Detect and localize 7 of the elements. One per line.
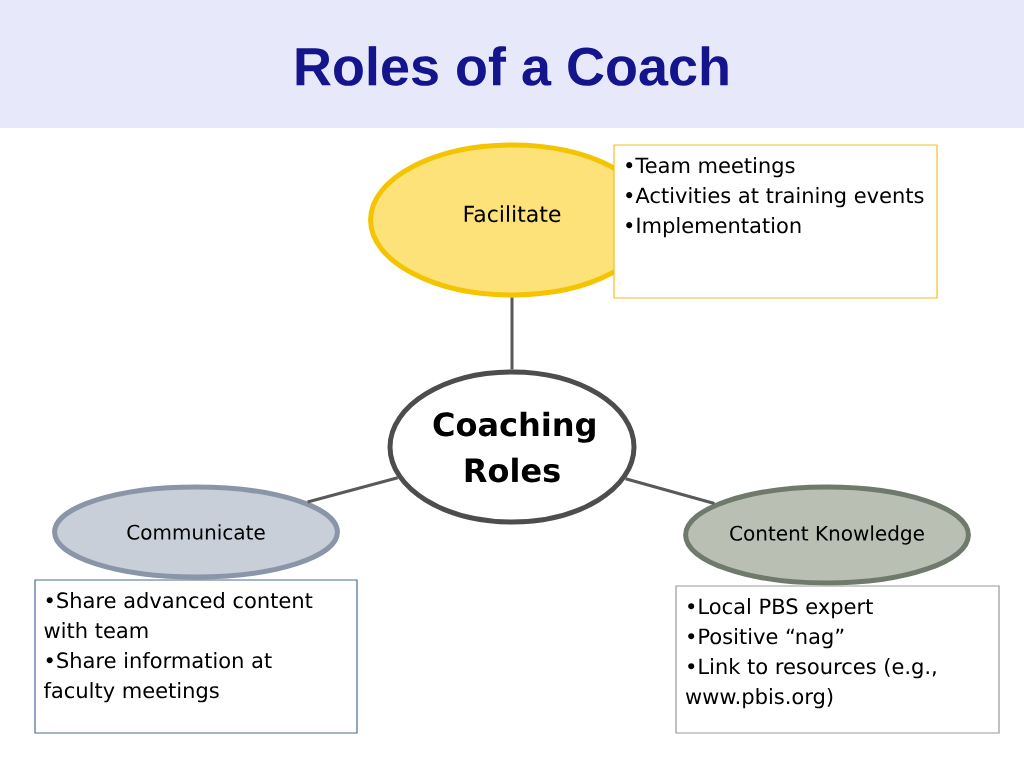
bullet-box: •Local PBS expert •Positive “nag” •Link to resources (e.g., www.pbis.org) bbox=[675, 585, 1000, 734]
title: Roles of a Coach bbox=[296, 46, 728, 86]
bullet-box: •Team meetings •Activities at training events •Implementation bbox=[613, 144, 938, 299]
connector-line bbox=[625, 477, 715, 505]
bullet-box: •Share advanced content with team •Share information at faculty meetings bbox=[34, 579, 358, 734]
connector-line bbox=[510, 297, 514, 370]
connector-line bbox=[307, 476, 399, 504]
